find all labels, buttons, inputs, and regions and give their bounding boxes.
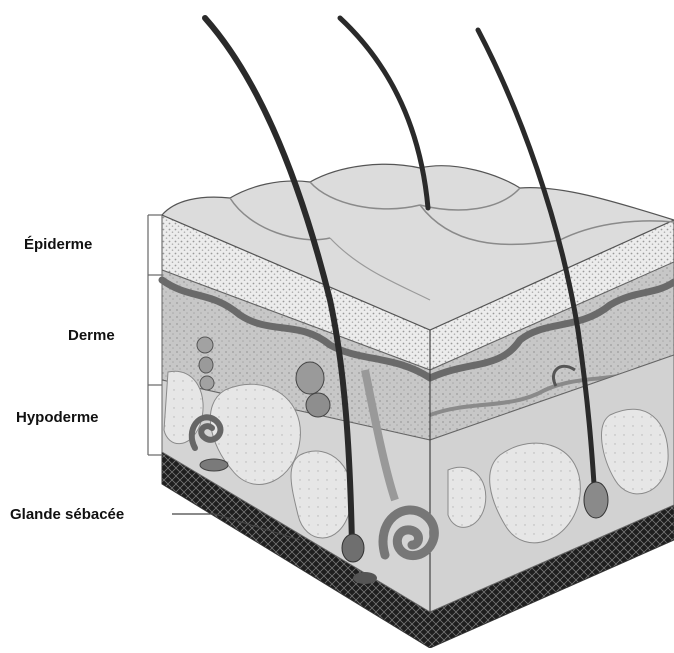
label-hypodermis: Hypoderme [16,409,99,426]
label-epidermis: Épiderme [24,236,92,253]
label-sebaceous-gland: Glande sébacée [10,506,124,523]
layer-bracket [148,215,162,455]
label-dermis: Derme [68,327,115,344]
